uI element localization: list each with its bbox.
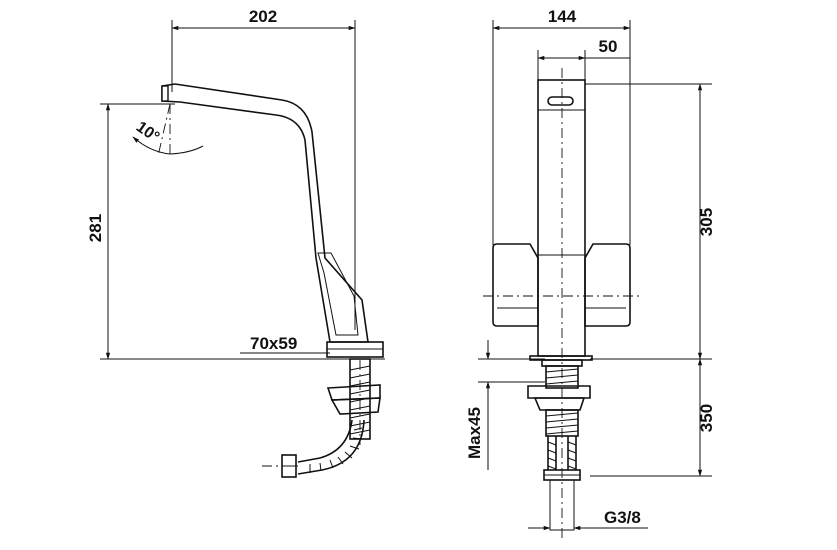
base-size-label: 70x59 <box>250 334 297 353</box>
side-height-label: 281 <box>86 214 105 242</box>
side-height-dimension: 281 <box>86 103 385 360</box>
front-height-label: 305 <box>697 208 716 236</box>
side-shank <box>326 358 381 445</box>
front-view: 144 50 305 350 <box>465 7 716 540</box>
front-depth-dimension: 350 <box>590 358 716 477</box>
front-thread-dimension: G3/8 <box>528 508 648 531</box>
front-base <box>529 355 593 367</box>
front-width-label: 144 <box>548 7 577 26</box>
front-max-label: Max45 <box>465 407 484 459</box>
front-hoses <box>543 436 581 531</box>
side-view: 202 281 10° 70x59 <box>86 7 385 478</box>
front-handles <box>483 243 640 327</box>
faucet-spout <box>161 83 369 343</box>
angle-label: 10° <box>133 118 163 146</box>
angle-indicator: 10° <box>132 103 204 158</box>
thread-label: G3/8 <box>604 508 641 527</box>
front-offset-label: 50 <box>599 37 618 56</box>
front-height-dimension: 305 <box>585 83 716 360</box>
side-hose <box>262 419 365 478</box>
front-depth-label: 350 <box>697 404 716 432</box>
front-shank <box>527 365 591 437</box>
side-width-label: 202 <box>249 7 277 26</box>
side-width-dimension: 202 <box>171 7 356 330</box>
side-base: 70x59 <box>240 334 384 358</box>
front-max-dimension: Max45 <box>465 340 545 470</box>
front-offset-dimension: 50 <box>537 37 630 80</box>
